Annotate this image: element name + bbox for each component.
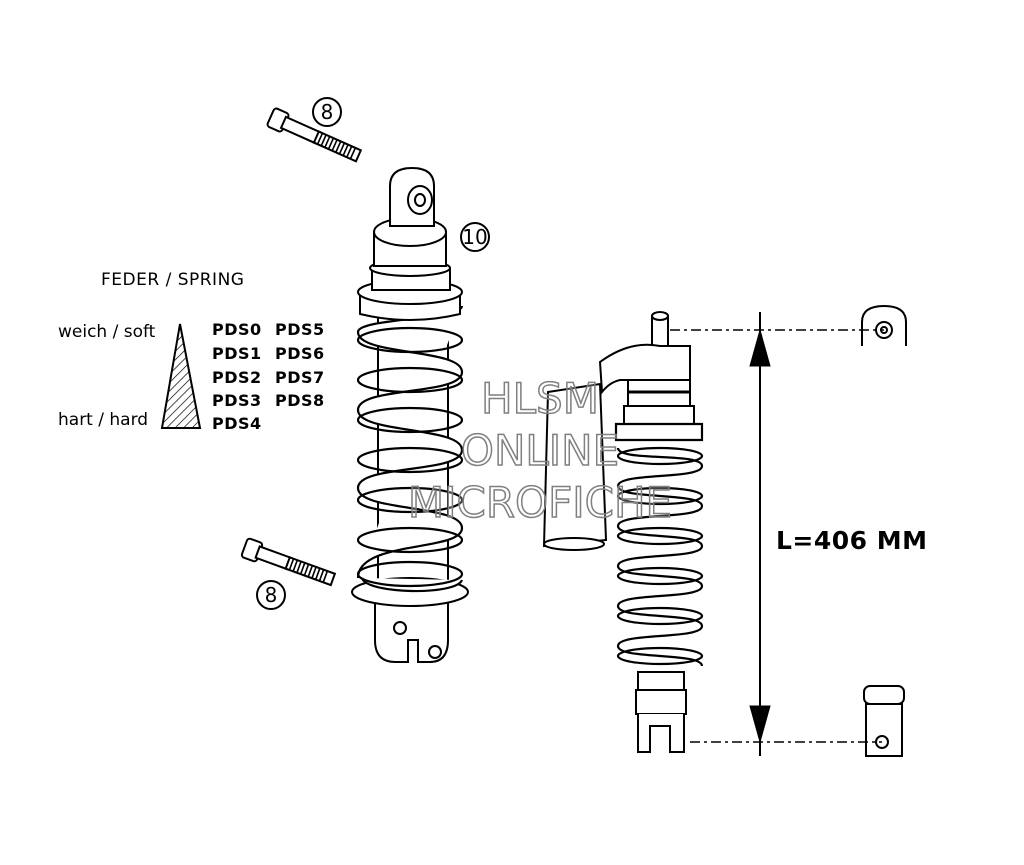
shock-absorber-left: [351, 166, 469, 663]
spring-rate-label: PDS1: [212, 344, 262, 363]
callout-bolt-top: 8: [312, 97, 342, 127]
bottom-bolt: [240, 537, 337, 587]
spring-rate-label: PDS7: [275, 368, 325, 387]
spring-rate-label: PDS3: [212, 391, 262, 410]
shock-absorber-right: [542, 311, 704, 753]
coil-spring-left: [356, 305, 464, 593]
spring-chart-title: FEDER / SPRING: [101, 270, 245, 290]
soft-label: weich / soft: [58, 322, 156, 342]
watermark-line: MICROFICHE: [407, 477, 673, 528]
spring-rate-label: PDS5: [275, 320, 325, 339]
lower-eye-detail: [863, 685, 905, 757]
length-dimension-label: L=406 MM: [776, 526, 928, 555]
coil-spring-right: [614, 422, 704, 667]
callout-bolt-bottom: 8: [256, 580, 286, 610]
callout-upper-mount: 10: [460, 222, 490, 252]
upper-eye-detail: [861, 304, 907, 346]
spring-rate-wedge: [160, 323, 202, 429]
spring-rate-label: PDS8: [275, 391, 325, 410]
top-bolt: [266, 107, 363, 163]
dimension-reference-lines: [670, 329, 884, 743]
spring-rate-label: PDS0: [212, 320, 262, 339]
length-dimension-arrow: [749, 312, 771, 756]
watermark-line: ONLINE: [460, 425, 620, 476]
watermark-line: HLSM: [480, 373, 599, 424]
spring-rate-label: PDS2: [212, 368, 262, 387]
spring-rate-label: PDS4: [212, 414, 262, 433]
hard-label: hart / hard: [58, 410, 149, 430]
spring-rate-label: PDS6: [275, 344, 325, 363]
